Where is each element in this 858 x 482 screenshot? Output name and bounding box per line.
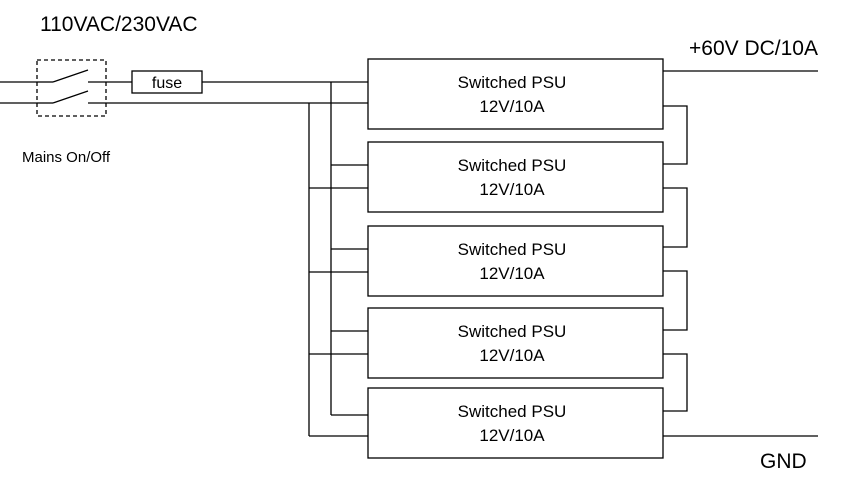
psu-2-rating: 12V/10A (479, 180, 545, 199)
series-output-wires (663, 70, 818, 437)
psu-2: Switched PSU 12V/10A (367, 141, 664, 213)
psu-1: Switched PSU 12V/10A (367, 58, 664, 130)
psu-5: Switched PSU 12V/10A (367, 387, 664, 459)
psu-2-title: Switched PSU (458, 156, 567, 175)
psu-3: Switched PSU 12V/10A (367, 225, 664, 297)
mains-switch-label: Mains On/Off (22, 149, 111, 166)
psu-4-rating: 12V/10A (479, 346, 545, 365)
psu-5-title: Switched PSU (458, 402, 567, 421)
fuse-label: fuse (152, 75, 182, 92)
output-voltage-label: +60V DC/10A (689, 37, 818, 60)
mains-input-wires (0, 81, 37, 104)
psu-3-title: Switched PSU (458, 240, 567, 259)
psu-4: Switched PSU 12V/10A (367, 307, 664, 379)
psu-5-rating: 12V/10A (479, 426, 545, 445)
psu-3-rating: 12V/10A (479, 264, 545, 283)
fuse: fuse (106, 70, 368, 94)
psu-feed-wires (309, 164, 368, 437)
psu-1-title: Switched PSU (458, 73, 567, 92)
ground-label: GND (760, 450, 807, 473)
mains-voltage-label: 110VAC/230VAC (40, 13, 198, 36)
mains-switch (36, 59, 107, 117)
psu-1-rating: 12V/10A (479, 97, 545, 116)
psu-4-title: Switched PSU (458, 322, 567, 341)
